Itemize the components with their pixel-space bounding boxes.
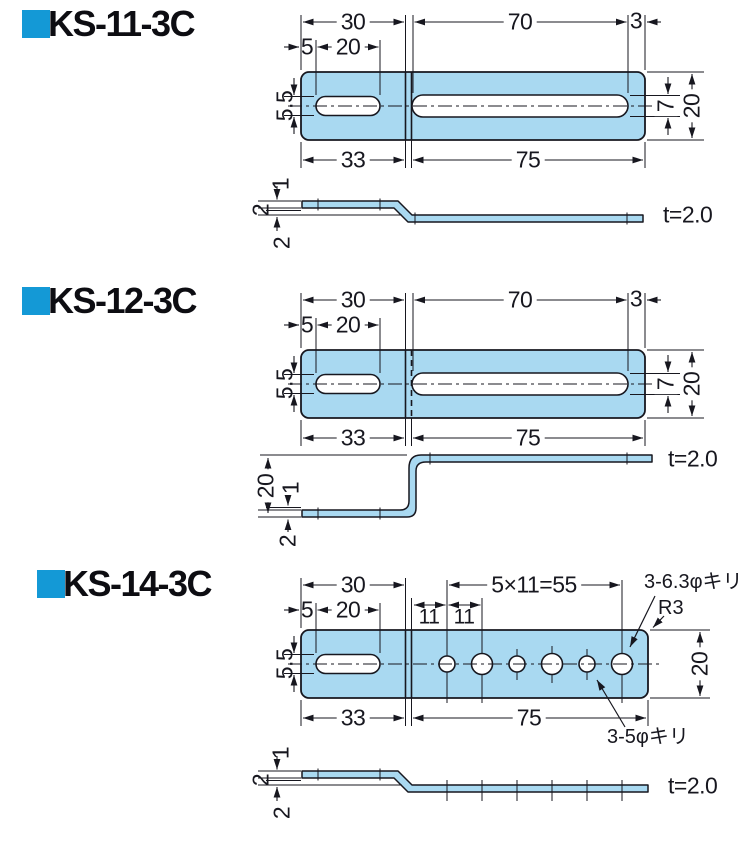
dim-33: 33 (336, 426, 370, 450)
ks12-side-view (258, 452, 653, 532)
dim-30: 30 (336, 10, 370, 34)
dim-20-height: 20 (687, 647, 713, 681)
dim-7: 7 (653, 373, 679, 395)
dim-20-offset: 20 (253, 469, 279, 503)
dim-70: 70 (503, 10, 537, 34)
dim-11: 11 (418, 605, 440, 629)
dim-30: 30 (336, 573, 370, 597)
leader-small-holes (596, 679, 626, 728)
dim-7: 7 (653, 95, 679, 117)
dim-30: 30 (336, 288, 370, 312)
dim-33: 33 (336, 148, 370, 172)
ks11-side-view (258, 186, 644, 231)
dim-20: 20 (331, 598, 365, 622)
dim-5-5: 5.5 (271, 648, 298, 680)
dim-75: 75 (511, 148, 545, 172)
ks11-plan-view (284, 15, 704, 168)
ks14-plan-view (284, 578, 710, 728)
dim-2: 2 (247, 203, 274, 217)
dim-5: 5 (300, 33, 314, 60)
dim-33: 33 (336, 706, 370, 730)
thickness-label: t=2.0 (663, 201, 713, 228)
dim-2: 2 (274, 534, 301, 548)
dim-5-5: 5.5 (271, 368, 298, 400)
dim-70: 70 (503, 288, 537, 312)
ks12-plan-view (284, 293, 704, 446)
hole-spec-large-label: 3-6.3φキリ (644, 571, 743, 593)
dim-5-5: 5.5 (271, 90, 298, 122)
thickness-label: t=2.0 (668, 445, 718, 472)
dim-2: 2 (268, 236, 295, 250)
dim-75: 75 (512, 706, 546, 730)
section-title-ks14: KS-14-3C (63, 563, 213, 604)
dim-20: 20 (331, 35, 365, 59)
dim-5: 5 (300, 596, 314, 623)
section-title-ks12: KS-12-3C (48, 280, 198, 321)
dim-1: 1 (277, 481, 304, 495)
hole-spec-small-label: 3-5φキリ (607, 726, 689, 748)
title-bullet (37, 570, 65, 598)
dim-2: 2 (268, 806, 295, 820)
title-bullet (22, 10, 50, 38)
section-title-ks11: KS-11-3C (48, 3, 196, 44)
title-bullet (22, 287, 50, 315)
dim-11: 11 (453, 605, 475, 629)
dim-1: 1 (267, 177, 294, 191)
corner-radius-label: R3 (658, 597, 684, 619)
dim-20-height: 20 (679, 89, 705, 123)
dim-20: 20 (331, 313, 365, 337)
dim-2: 2 (247, 773, 274, 787)
dim-75: 75 (511, 426, 545, 450)
leader-large-holes (629, 595, 656, 648)
thickness-label: t=2.0 (668, 772, 718, 799)
dim-pitch: 5×11=55 (487, 573, 581, 597)
dim-1: 1 (267, 746, 294, 760)
ks14-side-view (258, 756, 649, 801)
dim-5: 5 (300, 311, 314, 338)
dim-20-height: 20 (679, 367, 705, 401)
dim-3: 3 (629, 7, 643, 34)
dim-3: 3 (629, 285, 643, 312)
leader-corner-radius (652, 615, 665, 628)
